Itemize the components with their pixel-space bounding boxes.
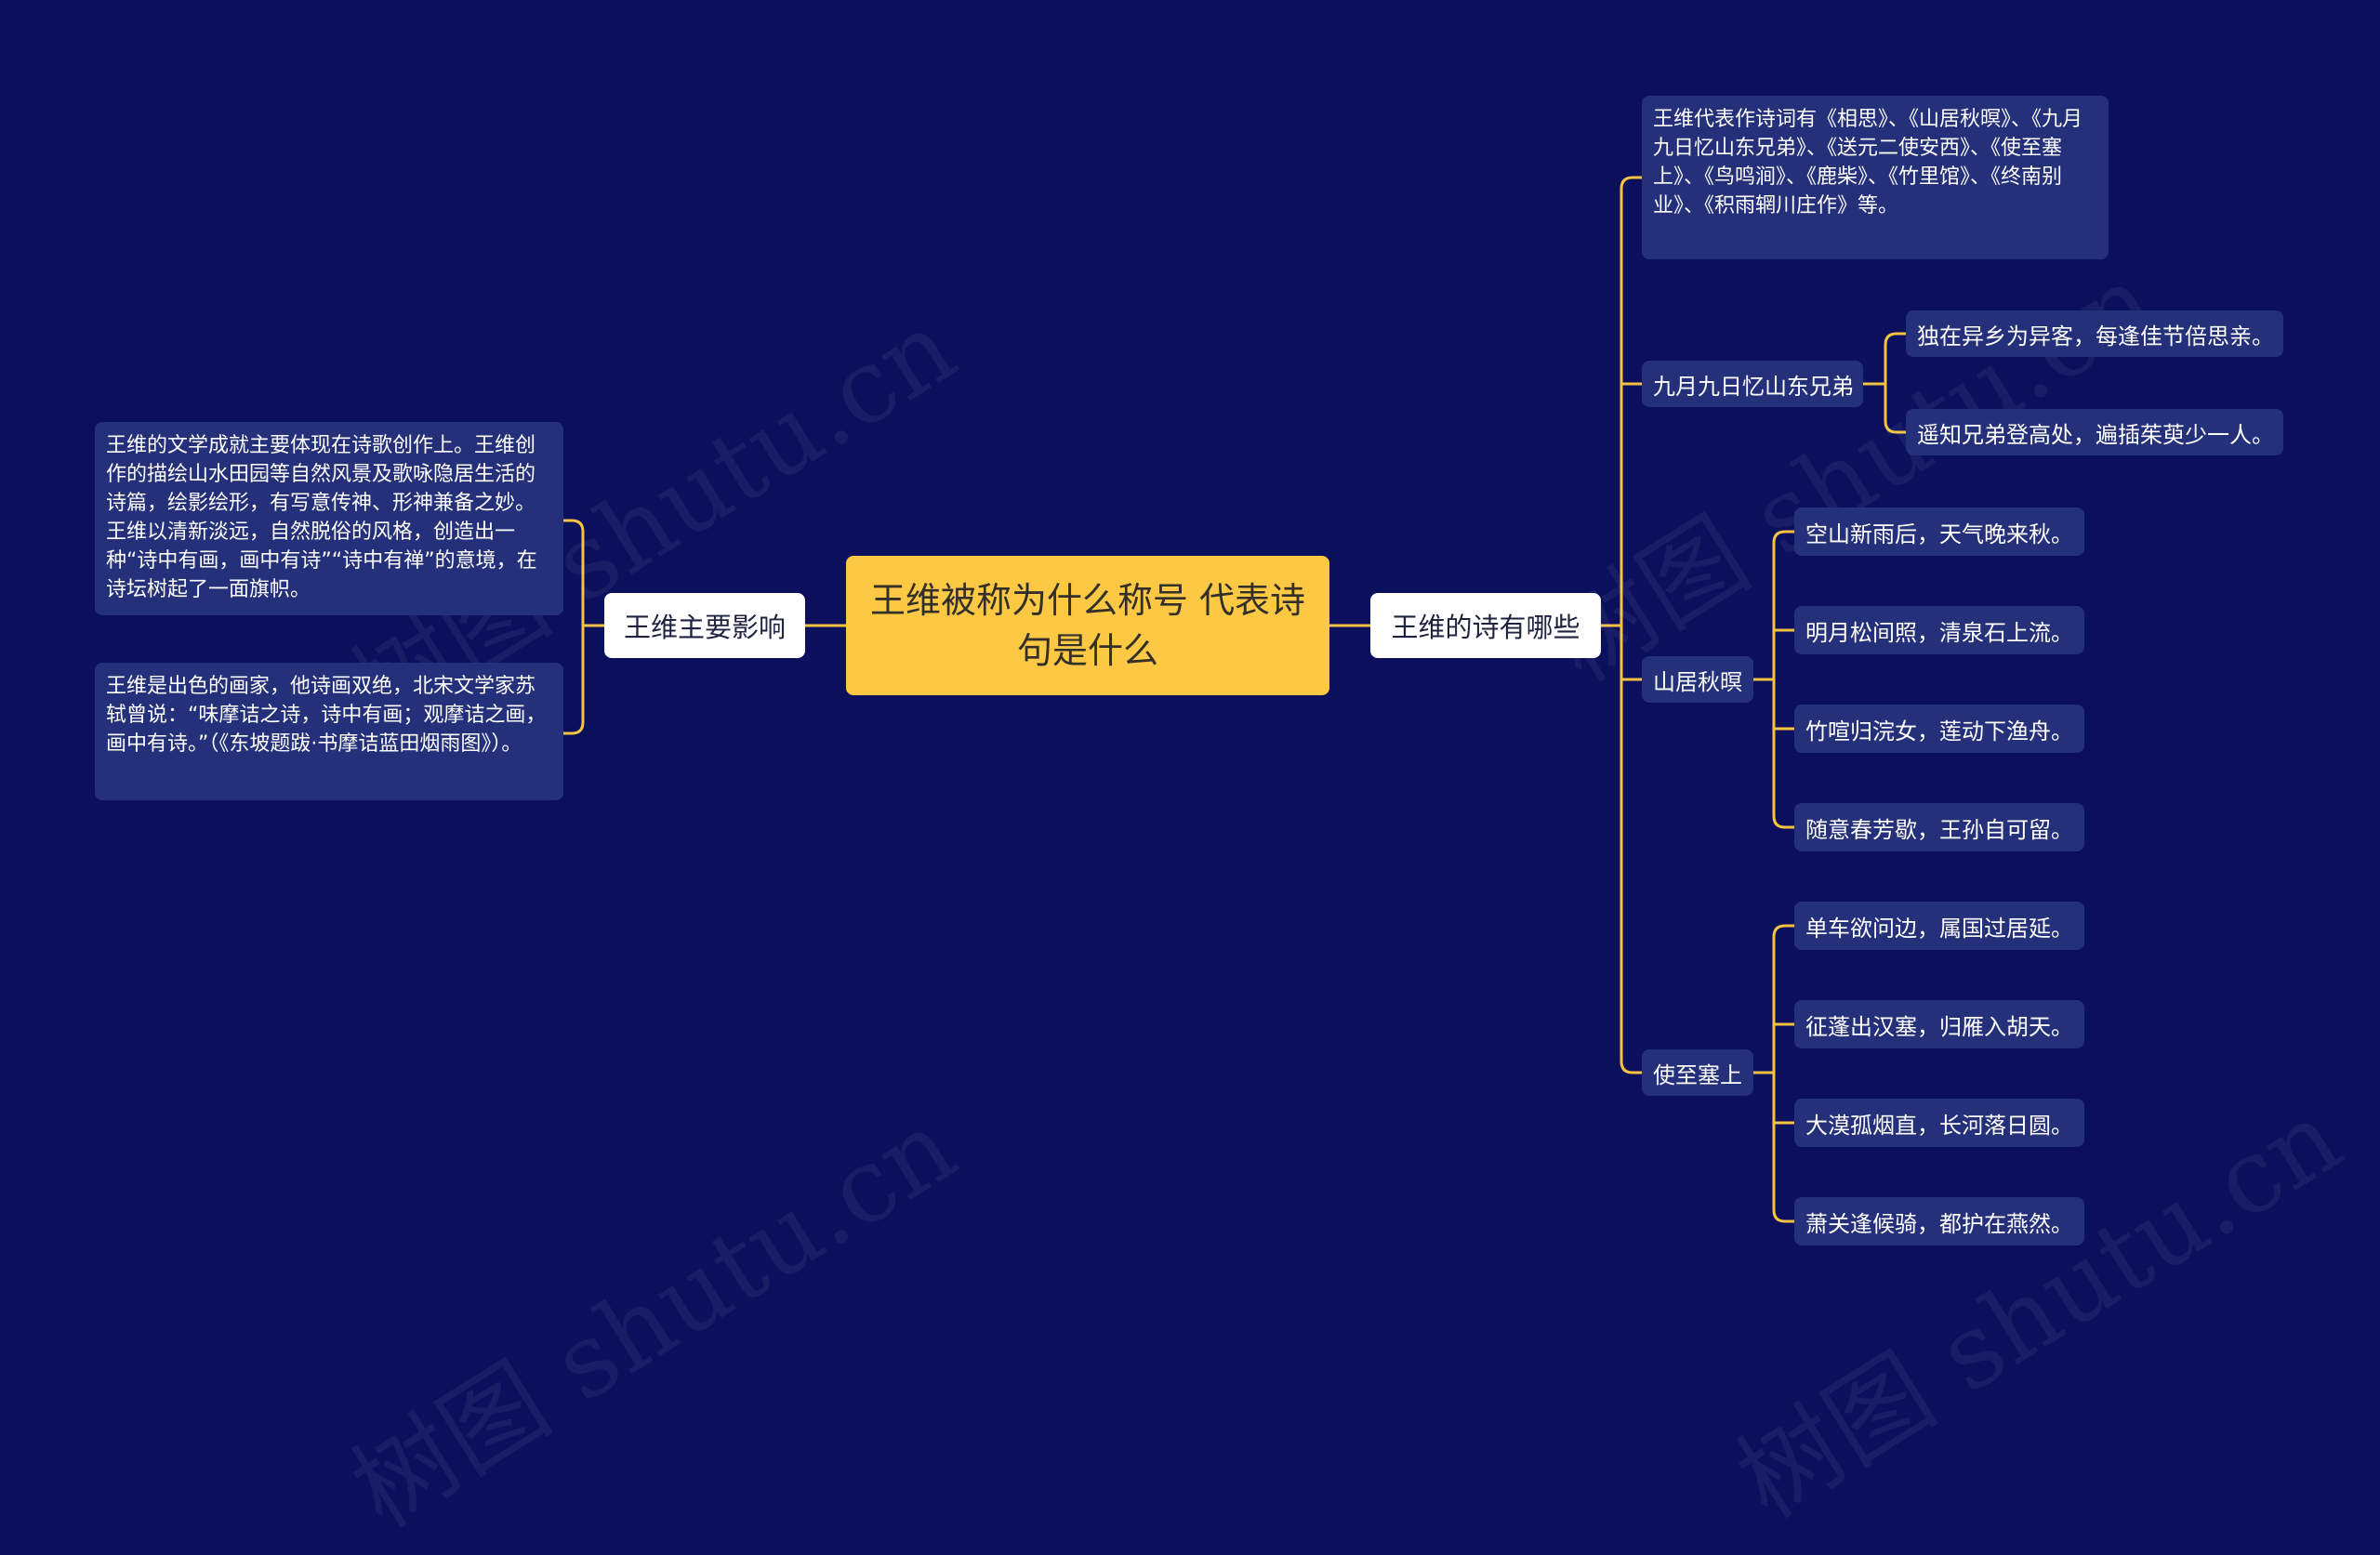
poem-line[interactable]: 遥知兄弟登高处，遍插茱萸少一人。: [1906, 409, 2283, 455]
influence-note-literature[interactable]: 王维的文学成就主要体现在诗歌创作上。王维创作的描绘山水田园等自然风景及歌咏隐居生…: [95, 422, 563, 615]
poem-title-shizhi[interactable]: 使至塞上: [1642, 1049, 1753, 1096]
poem-line[interactable]: 征蓬出汉塞，归雁入胡天。: [1794, 1000, 2084, 1048]
poem-line[interactable]: 明月松间照，清泉石上流。: [1794, 606, 2084, 654]
branch-wang-wei-influence[interactable]: 王维主要影响: [604, 593, 805, 658]
poems-intro-note[interactable]: 王维代表作诗词有《相思》、《山居秋暝》、《九月九日忆山东兄弟》、《送元二使安西》…: [1642, 96, 2109, 259]
poem-line[interactable]: 单车欲问边，属国过居延。: [1794, 902, 2084, 950]
branch-wang-wei-poems[interactable]: 王维的诗有哪些: [1370, 593, 1601, 658]
influence-note-painting[interactable]: 王维是出色的画家，他诗画双绝，北宋文学家苏轼曾说：“味摩诘之诗，诗中有画；观摩诘…: [95, 663, 563, 800]
poem-line[interactable]: 大漠孤烟直，长河落日圆。: [1794, 1099, 2084, 1147]
poem-title-jiuyue[interactable]: 九月九日忆山东兄弟: [1642, 361, 1863, 407]
poem-line[interactable]: 独在异乡为异客，每逢佳节倍思亲。: [1906, 310, 2283, 357]
connector-lines: [563, 176, 1906, 1223]
poem-line[interactable]: 随意春芳歇，王孙自可留。: [1794, 803, 2084, 851]
poem-line[interactable]: 空山新雨后，天气晚来秋。: [1794, 507, 2084, 556]
poem-line[interactable]: 竹喧归浣女，莲动下渔舟。: [1794, 705, 2084, 753]
root-topic[interactable]: 王维被称为什么称号 代表诗句是什么: [846, 556, 1329, 695]
poem-title-shanju[interactable]: 山居秋暝: [1642, 656, 1753, 703]
poem-line[interactable]: 萧关逢候骑，都护在燕然。: [1794, 1197, 2084, 1245]
